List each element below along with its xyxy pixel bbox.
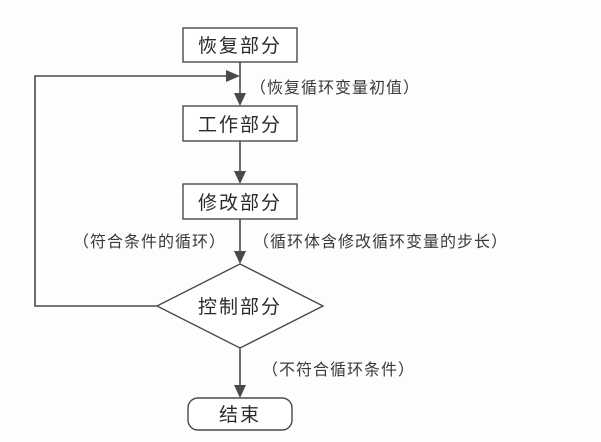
work-label: 工作部分 [198, 114, 282, 136]
modify-box [182, 183, 298, 220]
end-terminal [187, 397, 293, 431]
arrowhead-work-to-modify [234, 171, 246, 184]
note-step: （循环体含修改循环变量的步长） [253, 232, 508, 251]
control-label: 控制部分 [198, 296, 282, 318]
note-loop-condition-met: （符合条件的循环） [73, 232, 226, 251]
modify-label: 修改部分 [198, 192, 282, 214]
arrowhead-restore-to-work [234, 93, 246, 106]
arrowhead-loop-back [226, 70, 240, 82]
restore-box [182, 27, 298, 63]
note-loop-condition-not-met: （不符合循环条件） [262, 360, 415, 379]
work-box [182, 105, 298, 142]
loop-back-line [34, 75, 228, 307]
restore-label: 恢复部分 [198, 35, 282, 57]
arrowhead-control-to-end [234, 385, 246, 398]
note-init-loop-variable: （恢复循环变量初值） [250, 78, 420, 97]
arrowhead-modify-to-control [234, 251, 246, 264]
end-label: 结束 [219, 404, 261, 426]
